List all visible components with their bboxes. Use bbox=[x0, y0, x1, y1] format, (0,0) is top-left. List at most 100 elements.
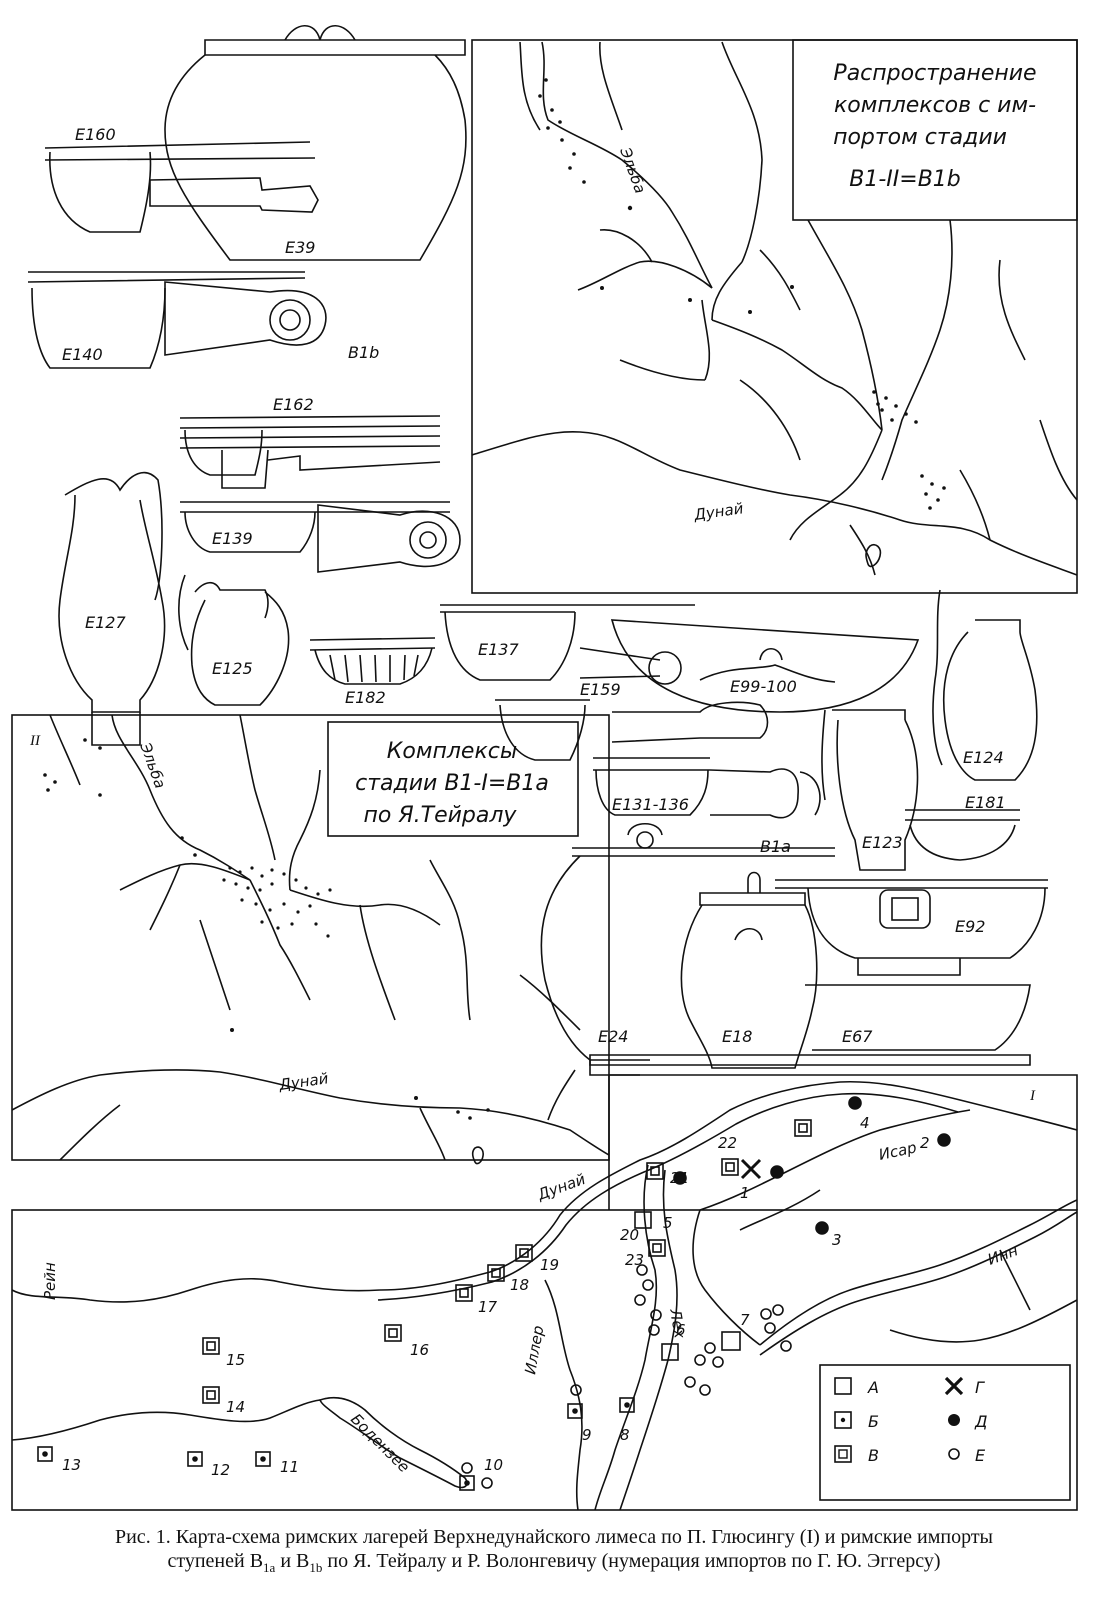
vessel-label-e160: E160 bbox=[75, 125, 116, 144]
map-b1a-river-elbe: Эльба bbox=[136, 739, 169, 791]
site-symbol-v bbox=[646, 1162, 664, 1180]
map-limes-river-danube: Дунай bbox=[534, 1170, 588, 1204]
site-number: 15 bbox=[226, 1351, 245, 1369]
site-number: 16 bbox=[410, 1341, 429, 1359]
site-symbols-d bbox=[673, 1096, 951, 1235]
vessel-label-e125: E125 bbox=[212, 659, 253, 678]
map-limes-river-isar: Исар bbox=[877, 1138, 918, 1164]
vessel-label-e123: E123 bbox=[862, 833, 903, 852]
map-limes-sites bbox=[37, 1096, 951, 1491]
site-symbol-b bbox=[37, 1446, 53, 1462]
map-b1b-river-elbe: Эльба bbox=[616, 144, 649, 196]
map-b1b-river-danube: Дунай bbox=[692, 499, 745, 524]
site-symbol-v bbox=[455, 1284, 473, 1302]
map-legend: А Б В Г Д Е bbox=[834, 1376, 988, 1465]
site-symbol-v bbox=[202, 1337, 220, 1355]
vessel-e159 bbox=[495, 699, 769, 761]
map-limes-lake-bodensee: Бодензее bbox=[347, 1410, 413, 1476]
caption-line-2-pre: ступеней B bbox=[167, 1550, 264, 1572]
map-b1b-title-line1: Распространение bbox=[833, 61, 1036, 86]
vessel-label-e181: E181 bbox=[965, 793, 1006, 812]
site-number: 2 bbox=[920, 1134, 930, 1152]
map-limes-site-numbers: 1 2 3 4 5 6 7 8 9 10 11 12 13 14 15 16 1… bbox=[62, 1114, 930, 1479]
caption-line-2-mid: и B bbox=[275, 1550, 310, 1572]
vessel-e182 bbox=[309, 637, 436, 685]
site-number: 3 bbox=[832, 1231, 842, 1249]
vessel-e139 bbox=[180, 501, 461, 573]
map-b1a-title-line1: Комплексы bbox=[387, 739, 517, 764]
vessel-e92 bbox=[775, 879, 1048, 976]
legend-label-a: А bbox=[867, 1378, 879, 1397]
site-number: 12 bbox=[211, 1461, 230, 1479]
vessel-label-e127: E127 bbox=[85, 613, 126, 632]
vessel-e160 bbox=[44, 141, 319, 233]
legend-symbol-a bbox=[834, 1377, 852, 1395]
caption-line-1: Рис. 1. Карта-схема римских лагерей Верх… bbox=[114, 1526, 993, 1548]
vessel-label-e182: E182 bbox=[345, 688, 386, 707]
caption-line-2-post: по Я. Тейралу и Р. Волонгевичу (нумераци… bbox=[322, 1550, 941, 1572]
site-symbol-v bbox=[648, 1239, 666, 1257]
site-number: 23 bbox=[625, 1251, 644, 1269]
map-b1a-title-line3: по Я.Тейралу bbox=[364, 803, 518, 828]
vessel-label-e39: E39 bbox=[285, 238, 315, 257]
vessel-label-e137: E137 bbox=[478, 640, 519, 659]
site-symbol-v bbox=[794, 1119, 812, 1137]
stage-label-b1b: B1b bbox=[348, 343, 379, 362]
site-symbol-b bbox=[187, 1451, 203, 1467]
vessel-label-e140: E140 bbox=[62, 345, 103, 364]
vessel-label-e131-136: E131-136 bbox=[612, 795, 689, 814]
site-number: 21 bbox=[670, 1169, 689, 1187]
legend-label-g: Г bbox=[975, 1378, 985, 1397]
map-limes-river-iller: Иллер bbox=[521, 1324, 547, 1376]
map-b1a bbox=[11, 714, 610, 1165]
legend-symbol-b bbox=[834, 1411, 852, 1429]
vessel-e24 bbox=[540, 822, 835, 1076]
site-number: 13 bbox=[62, 1456, 81, 1474]
map-limes bbox=[11, 1074, 1078, 1511]
site-number: 17 bbox=[478, 1298, 498, 1316]
legend-label-b: Б bbox=[868, 1412, 879, 1431]
site-number: 9 bbox=[582, 1426, 592, 1444]
vessel-e131-136 bbox=[593, 757, 821, 819]
legend-symbol-e bbox=[948, 1448, 960, 1460]
map-b1b-title-line2: комплексов с им- bbox=[834, 93, 1036, 118]
site-symbol-b bbox=[567, 1403, 583, 1419]
caption-sub-1a: 1a bbox=[263, 1560, 276, 1575]
site-number: 19 bbox=[540, 1256, 559, 1274]
legend-label-v: В bbox=[868, 1446, 879, 1465]
site-number: 8 bbox=[620, 1426, 630, 1444]
vessel-label-e159: E159 bbox=[580, 680, 621, 699]
site-symbol-a bbox=[661, 1343, 679, 1361]
vessel-e18 bbox=[680, 871, 818, 1069]
map-b1b-title-line3: портом стадии bbox=[833, 125, 1007, 150]
site-symbol-a bbox=[634, 1211, 652, 1229]
site-number: 4 bbox=[860, 1114, 870, 1132]
vessel-label-e92: E92 bbox=[955, 917, 985, 936]
vessel-e140 bbox=[27, 271, 327, 369]
stage-label-b1a: B1a bbox=[760, 837, 791, 856]
site-symbol-a bbox=[721, 1331, 741, 1351]
caption-sub-1b: 1b bbox=[309, 1560, 323, 1575]
site-symbol-b bbox=[255, 1451, 271, 1467]
site-number: 1 bbox=[740, 1184, 750, 1202]
vessel-e39 bbox=[164, 24, 467, 261]
vessel-e127 bbox=[58, 471, 166, 746]
site-symbol-v bbox=[384, 1324, 402, 1342]
vessel-label-e99-100: E99-100 bbox=[730, 677, 797, 696]
vessel-label-e18: E18 bbox=[722, 1027, 752, 1046]
map-b1a-title-line2: стадии B1-I=B1a bbox=[355, 771, 549, 796]
map-b1a-numeral: II bbox=[29, 733, 41, 749]
vessel-label-e139: E139 bbox=[212, 529, 253, 548]
vessel-e123 bbox=[821, 709, 919, 871]
site-number: 5 bbox=[663, 1214, 673, 1232]
figure-caption: Рис. 1. Карта-схема римских лагерей Верх… bbox=[20, 1525, 1088, 1580]
vessel-e67 bbox=[589, 984, 1031, 1066]
vessel-e124 bbox=[932, 589, 1038, 781]
map-limes-river-inn: Инн bbox=[985, 1241, 1020, 1269]
legend-label-d: Д bbox=[974, 1412, 988, 1431]
site-number: 7 bbox=[740, 1311, 750, 1329]
caption-line-2: ступеней B1a и B1b по Я. Тейралу и Р. Во… bbox=[20, 1549, 1088, 1580]
map-b1b-title-line4: B1-II=B1b bbox=[849, 167, 961, 192]
legend-symbol-v bbox=[834, 1445, 852, 1463]
map-b1a-river-danube: Дунай bbox=[277, 1069, 330, 1094]
